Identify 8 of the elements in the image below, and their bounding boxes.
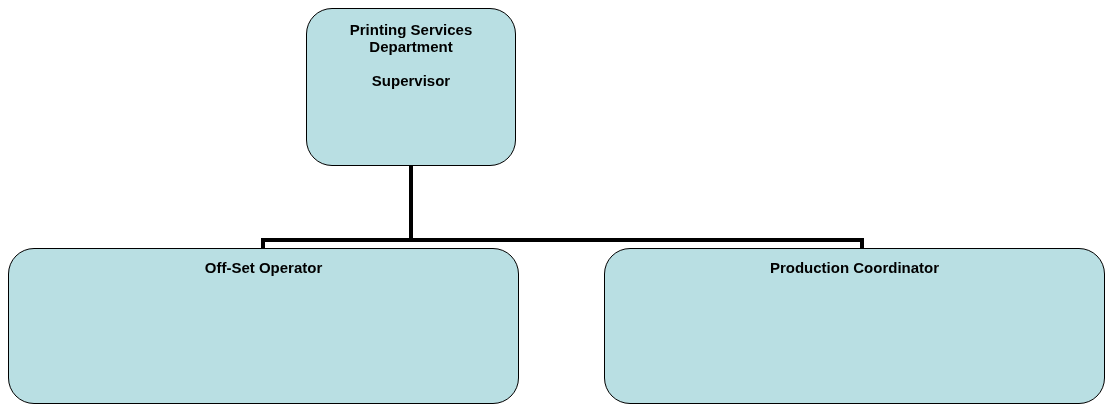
role-subtitle: Supervisor xyxy=(371,72,451,89)
role-title: Printing Services Department xyxy=(348,21,474,55)
role-title: Off-Set Operator xyxy=(204,259,323,276)
org-box xyxy=(8,248,519,404)
connector-line xyxy=(409,166,864,248)
role-title: Production Coordinator xyxy=(769,259,940,276)
org-box xyxy=(604,248,1105,404)
org-box xyxy=(306,8,516,166)
